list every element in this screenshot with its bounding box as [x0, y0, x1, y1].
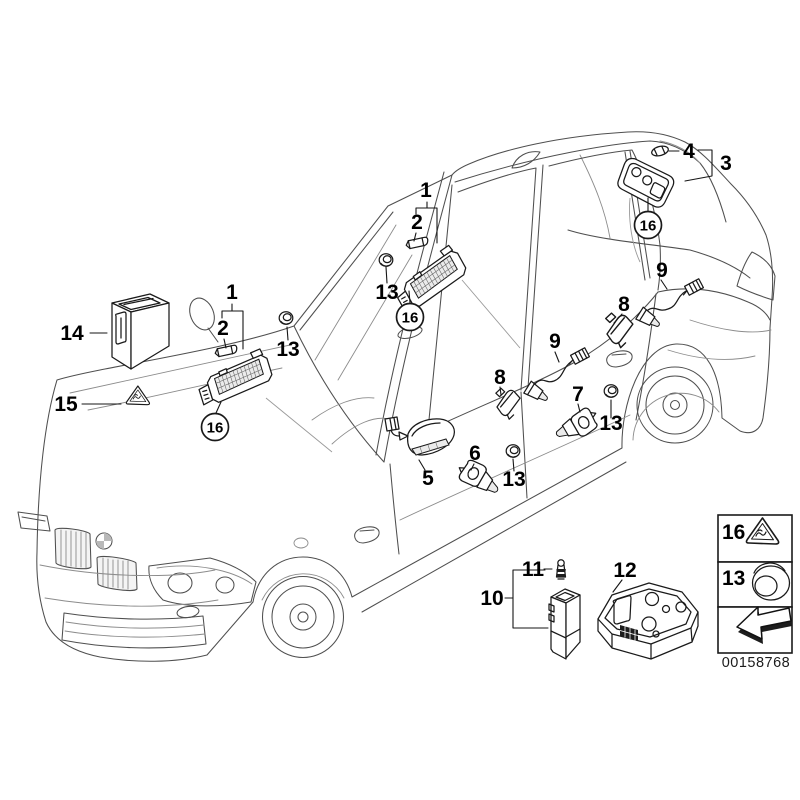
car-line-art [17, 131, 776, 662]
footwell-bulb-part [555, 559, 567, 580]
mid-reading-lamp-part [386, 242, 472, 315]
callout-rear-door-grommet[interactable]: 13 [599, 412, 622, 435]
legend: 16 13 00158768 [717, 514, 793, 671]
callout-rear-door-lamp[interactable]: 8 [618, 293, 630, 316]
callout-roof-bulb[interactable]: 4 [683, 140, 695, 163]
callout-rear-harness[interactable]: 9 [656, 259, 668, 282]
front-door-grommet-part [505, 444, 521, 458]
callout-bulb-socket[interactable]: 6 [469, 442, 481, 465]
callout-mirror-lamp[interactable]: 5 [422, 467, 434, 490]
direction-arrow-icon [736, 606, 792, 644]
mount-leader-lines [265, 197, 641, 453]
kidney-grille [54, 527, 138, 591]
roof-lamp-part [617, 157, 675, 208]
callout-footwell-module[interactable]: 12 [613, 559, 636, 582]
callout-door-bulb[interactable]: 7 [572, 383, 584, 406]
mid-festoon-bulb-part [404, 236, 430, 250]
legend-grommet-label: 13 [722, 567, 745, 590]
door-bulb-part [551, 403, 604, 449]
callout-roof-group[interactable]: 3 [720, 152, 732, 175]
warning-triangle-part [125, 385, 151, 406]
callout-storage-box[interactable]: 14 [60, 322, 84, 345]
grommet-icon [751, 562, 791, 601]
leader-lines [81, 149, 713, 629]
mirror-lamp-part [384, 416, 456, 456]
callout-footwell-lamp[interactable]: 10 [480, 587, 503, 610]
footwell-lamp-part [548, 588, 581, 660]
callout-front-harness[interactable]: 9 [549, 330, 561, 353]
callout-mid-grommet[interactable]: 13 [375, 281, 398, 304]
callout-front-bulb[interactable]: 2 [217, 317, 229, 340]
rear-harness-connector-part [679, 278, 705, 299]
callout-labels: 1 2 13 16 1 2 13 16 14 15 4 3 16 9 8 9 8… [54, 140, 732, 610]
bmw-roundel [95, 532, 113, 550]
legend-warning-label: 16 [722, 521, 745, 544]
callout-mid-bulb[interactable]: 2 [411, 211, 423, 234]
callout-front-grommet[interactable]: 13 [276, 338, 299, 361]
callout-front-note[interactable]: 16 [207, 420, 224, 437]
rear-door-grommet-part [603, 384, 619, 398]
storage-box-part [111, 293, 170, 370]
callout-footwell-bulb[interactable]: 11 [522, 558, 545, 581]
front-reading-lamp-part [192, 347, 276, 408]
callout-roof-note[interactable]: 16 [640, 218, 657, 235]
callout-mid-lamp[interactable]: 1 [420, 179, 432, 202]
rear-harness-socket-part [635, 306, 664, 332]
mid-grommet-part [378, 253, 394, 267]
callout-mid-note[interactable]: 16 [402, 310, 419, 327]
callout-front-door-grommet[interactable]: 13 [502, 468, 525, 491]
front-grommet-part [278, 311, 294, 325]
callout-front-lamp[interactable]: 1 [226, 281, 238, 304]
footwell-module-part [597, 582, 699, 660]
drawing-number: 00158768 [722, 655, 791, 671]
roof-bulb-part [651, 145, 669, 157]
callout-warning-triangle[interactable]: 15 [54, 393, 78, 416]
part-drawings [111, 145, 705, 660]
callout-front-door-lamp[interactable]: 8 [494, 366, 506, 389]
